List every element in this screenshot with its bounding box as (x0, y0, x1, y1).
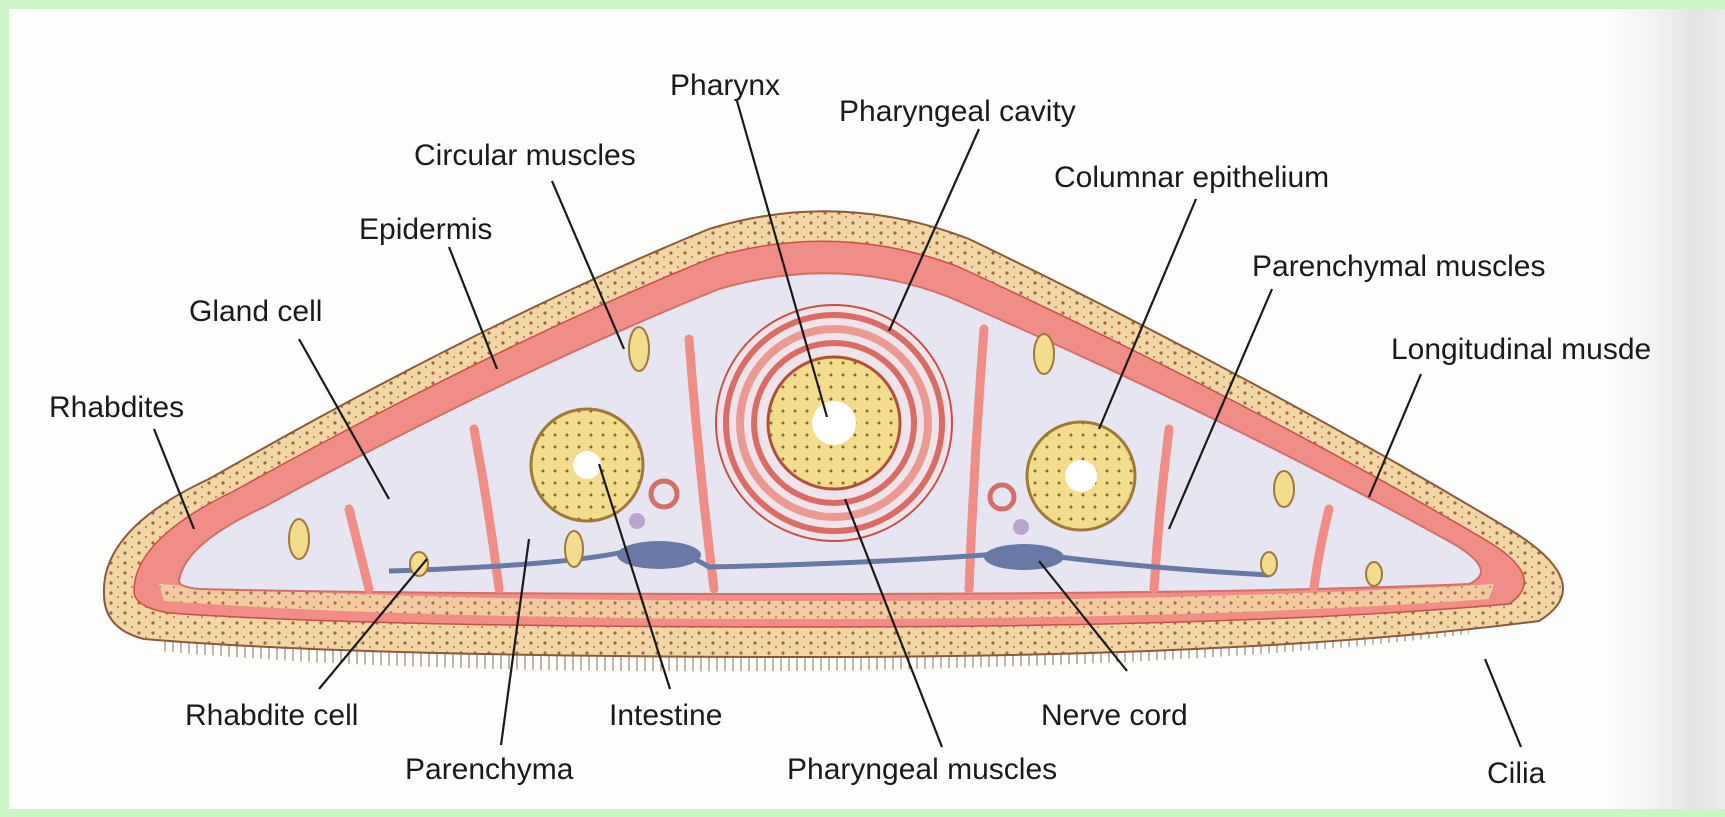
label-rhabdites: Rhabdites (49, 391, 184, 424)
label-pharynx: Pharynx (670, 69, 780, 102)
planarian-cross-section-diagram: Pharynx Pharyngeal cavity Circular muscl… (9, 9, 1725, 809)
figure-frame: Pharynx Pharyngeal cavity Circular muscl… (9, 9, 1725, 809)
label-circular-muscles: Circular muscles (414, 139, 636, 172)
label-gland-cell: Gland cell (189, 295, 322, 328)
label-pharyngeal-muscles: Pharyngeal muscles (787, 753, 1057, 786)
label-nerve-cord: Nerve cord (1041, 699, 1188, 732)
nerve-ganglion-left (617, 541, 701, 569)
label-epidermis: Epidermis (359, 213, 492, 246)
label-intestine: Intestine (609, 699, 722, 732)
pharynx-structure (716, 305, 952, 541)
label-pharyngeal-cavity: Pharyngeal cavity (839, 95, 1076, 128)
label-cilia: Cilia (1487, 757, 1546, 790)
intestine-right (1027, 422, 1135, 530)
intestine-left (531, 409, 643, 521)
label-longitudinal-muscle: Longitudinal musde (1391, 333, 1651, 366)
label-rhabdite-cell: Rhabdite cell (185, 699, 358, 732)
label-parenchyma: Parenchyma (405, 753, 574, 786)
label-columnar-epithelium: Columnar epithelium (1054, 161, 1329, 194)
label-parenchymal-muscles: Parenchymal muscles (1252, 250, 1545, 283)
nerve-ganglion-right (984, 544, 1064, 570)
